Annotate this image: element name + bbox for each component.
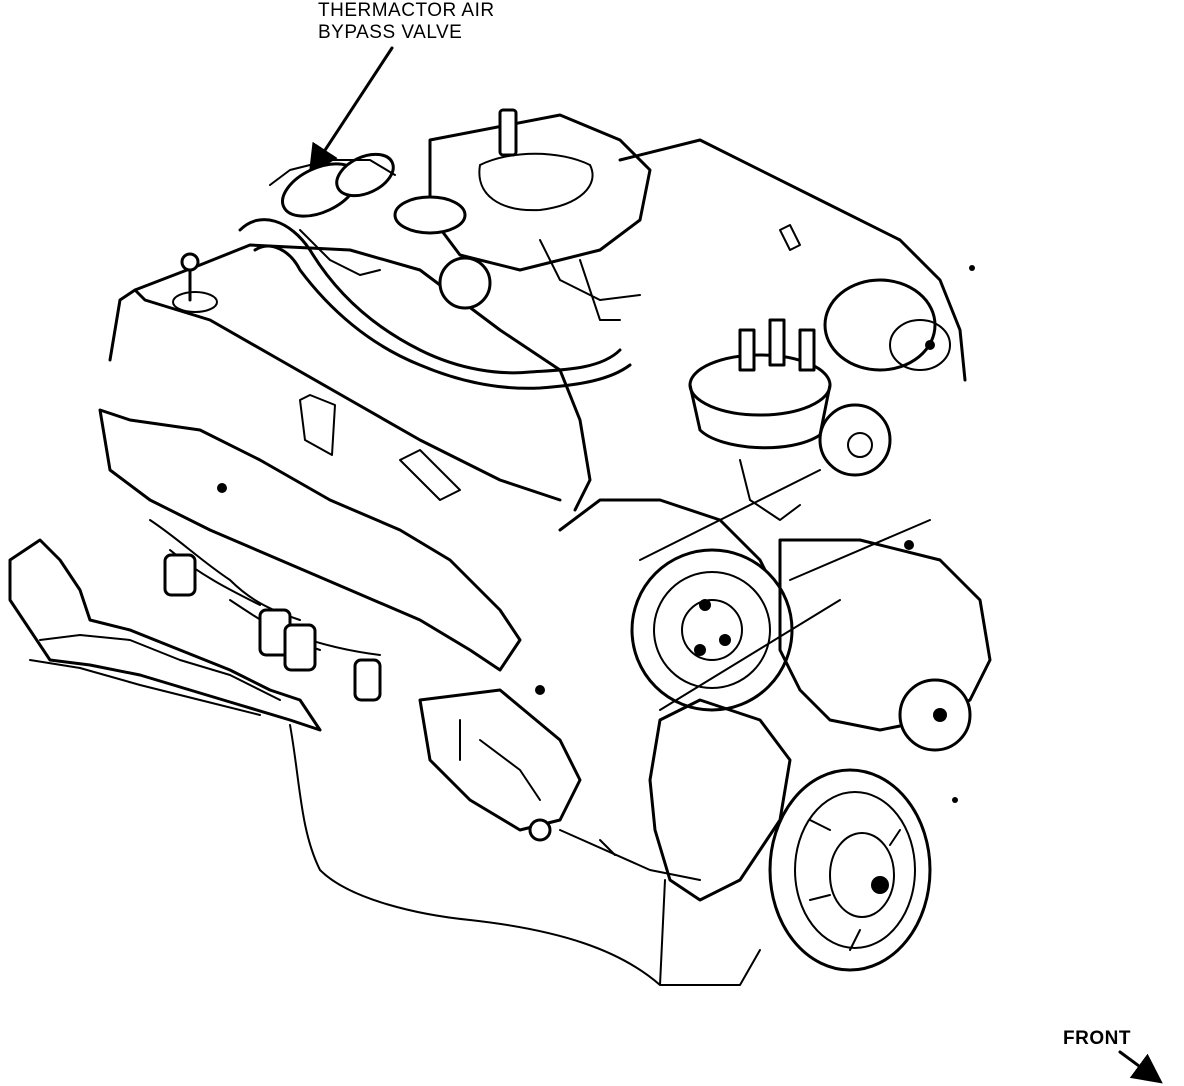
thermactor-air-bypass-valve: [269, 152, 396, 276]
drive-belt: [639, 469, 931, 711]
engine-block-outline: [108, 243, 592, 512]
front-label: FRONT: [1063, 1028, 1131, 1049]
left-valve-cover: [98, 408, 522, 672]
callout-leader-arrow: [308, 46, 394, 176]
thermactor-air-hose: [238, 218, 622, 375]
callout-line-1: THERMACTOR AIR: [318, 0, 495, 21]
callout-label-thermactor-air-bypass-valve: THERMACTOR AIR BYPASS VALVE: [318, 0, 495, 44]
idler-pulley: [818, 403, 892, 477]
oil-pan: [289, 724, 761, 986]
spark-plug-wires: [149, 519, 382, 702]
alternator: [823, 278, 951, 372]
front-direction-arrow: [1118, 1050, 1163, 1084]
exhaust-manifold: [8, 538, 322, 732]
carburetor: [393, 108, 652, 321]
callout-line-2: BYPASS VALVE: [318, 22, 463, 43]
crankshaft-pulley: [768, 768, 932, 972]
water-pump: [558, 498, 794, 712]
oil-dipstick: [172, 252, 218, 313]
timing-cover: [648, 698, 792, 902]
right-valve-cover: [618, 138, 967, 382]
starter-motor: [418, 688, 582, 832]
distributor: [688, 318, 832, 521]
